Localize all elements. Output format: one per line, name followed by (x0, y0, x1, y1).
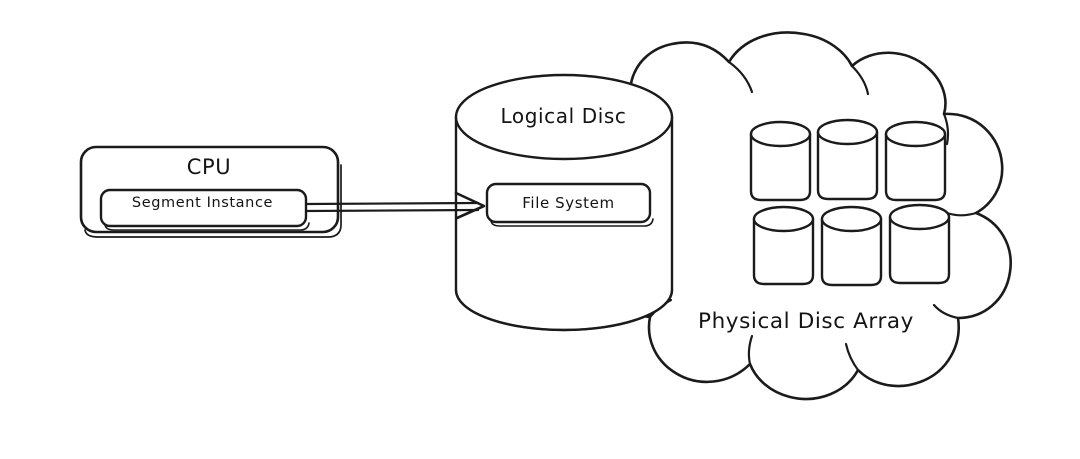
physical-disc-3[interactable] (884, 120, 947, 202)
physical-disc-1[interactable] (749, 120, 812, 202)
segment-instance-label: Segment Instance (131, 195, 274, 211)
logical-disc-cylinder[interactable] (454, 73, 674, 332)
file-system-label: File System (522, 194, 615, 212)
cpu-to-file-system-arrow[interactable] (304, 191, 486, 220)
logical-disc-label: Logical Disc (500, 104, 627, 128)
physical-disc-5[interactable] (820, 205, 883, 287)
physical-disc-array-label: Physical Disc Array (698, 309, 914, 334)
file-system-box[interactable] (485, 182, 654, 227)
segment-instance-box[interactable] (99, 188, 310, 231)
physical-disc-2[interactable] (816, 118, 879, 201)
physical-disc-group (749, 118, 951, 287)
cpu-label: CPU (186, 155, 232, 179)
physical-disc-4[interactable] (752, 205, 815, 286)
physical-disc-6[interactable] (888, 203, 951, 285)
